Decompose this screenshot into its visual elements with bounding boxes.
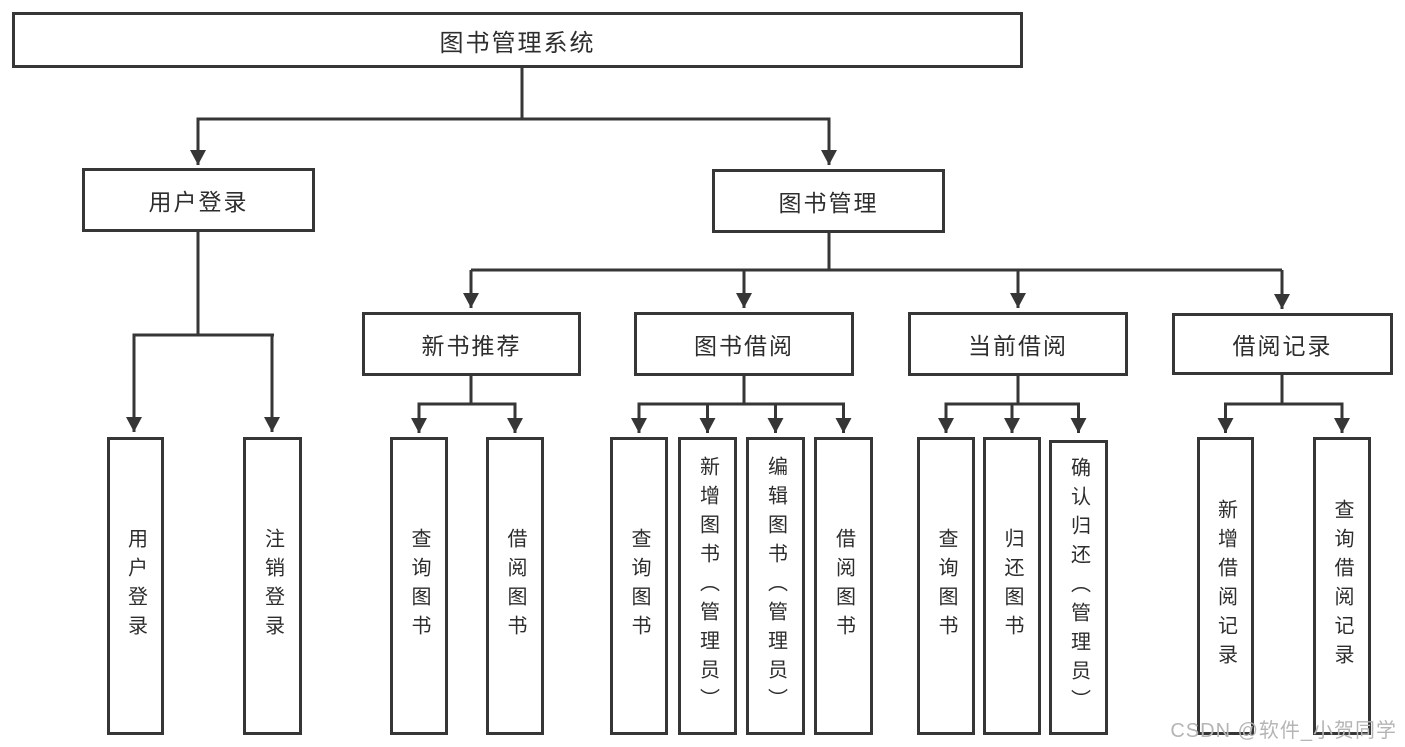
node-label: 新书推荐 — [421, 333, 522, 359]
node-label: 借阅记录 — [1232, 333, 1333, 359]
leaf-query-book-borrow: 查询图书 — [610, 437, 668, 735]
node-label: 用户登录 — [124, 528, 147, 644]
node-label: 借阅图书 — [832, 528, 855, 644]
node-label: 编辑图书（管理员） — [764, 455, 787, 717]
leaf-confirm-return-admin: 确认归还（管理员） — [1049, 440, 1108, 735]
leaf-user-login: 用户登录 — [107, 437, 164, 735]
node-label: 查询图书 — [408, 528, 430, 644]
node-label: 图书管理系统 — [439, 29, 596, 57]
node-current-borrow: 当前借阅 — [908, 312, 1128, 376]
node-label: 当前借阅 — [968, 333, 1068, 359]
leaf-borrow-book: 借阅图书 — [814, 437, 873, 735]
node-user-login: 用户登录 — [82, 168, 315, 232]
node-label: 注销登录 — [261, 528, 284, 644]
node-borrow-records: 借阅记录 — [1172, 313, 1393, 375]
node-book-borrow: 图书借阅 — [634, 312, 854, 376]
node-label: 新增借阅记录 — [1214, 499, 1237, 673]
leaf-query-book-recommend: 查询图书 — [390, 437, 448, 735]
csdn-watermark: CSDN @软件_小贺同学 — [1170, 720, 1397, 742]
node-label: 借阅图书 — [504, 528, 526, 644]
node-label: 用户登录 — [148, 189, 249, 215]
node-label: 归还图书 — [1001, 528, 1023, 644]
leaf-add-borrow-record: 新增借阅记录 — [1197, 437, 1254, 735]
leaf-query-borrow-record: 查询借阅记录 — [1313, 437, 1371, 735]
leaf-query-book-current: 查询图书 — [917, 437, 975, 735]
node-new-book-recommend: 新书推荐 — [362, 312, 581, 376]
node-label: 查询借阅记录 — [1331, 499, 1353, 673]
leaf-borrow-book-recommend: 借阅图书 — [486, 437, 544, 735]
node-label: 图书管理 — [778, 190, 879, 216]
node-label: 查询图书 — [628, 528, 650, 644]
node-book-management: 图书管理 — [712, 169, 945, 233]
node-label: 图书借阅 — [694, 333, 794, 359]
node-label: 确认归还（管理员） — [1067, 457, 1090, 718]
leaf-return-book: 归还图书 — [983, 437, 1041, 735]
leaf-edit-book-admin: 编辑图书（管理员） — [746, 437, 805, 735]
node-label: 查询图书 — [935, 528, 957, 644]
leaf-add-book-admin: 新增图书（管理员） — [678, 437, 737, 735]
node-label: 新增图书（管理员） — [696, 455, 719, 717]
leaf-logout: 注销登录 — [243, 437, 302, 735]
node-library-management-system: 图书管理系统 — [12, 12, 1023, 68]
